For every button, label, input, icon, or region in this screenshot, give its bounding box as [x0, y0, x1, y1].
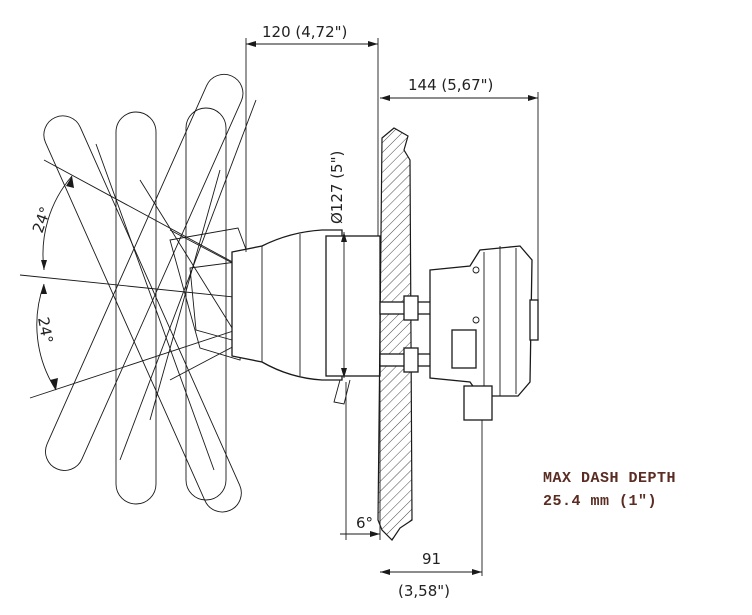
steering-wheels: [43, 73, 244, 513]
dashboard-panel: [377, 127, 413, 541]
max-dash-depth-note-line2: 25.4 mm (1"): [543, 493, 657, 510]
dimension-wheel-diameter: [341, 232, 347, 378]
dim-tilt-down-label: 24°: [34, 316, 56, 345]
dim-wheel-diameter-label: Ø127 (5"): [328, 151, 346, 224]
dim-top-width-label: 120 (4,72"): [262, 23, 347, 41]
dimension-rear-depth: [380, 92, 539, 300]
dim-dash-angle-label: 6°: [356, 514, 373, 532]
rear-housing: [429, 245, 539, 421]
dim-bottom-depth-in-label: (3,58"): [398, 582, 450, 600]
dimension-bottom-depth: [380, 420, 483, 576]
dimension-tilt-angles: [36, 175, 74, 391]
dim-bottom-depth-mm-label: 91: [422, 550, 441, 568]
dim-tilt-up-label: 24°: [29, 204, 55, 235]
dimension-top-width: [245, 38, 379, 252]
helm-body: [231, 229, 381, 405]
max-dash-depth-note-line1: MAX DASH DEPTH: [543, 470, 676, 487]
mounting-bolts: [379, 295, 433, 373]
dimension-dash-angle: [340, 380, 381, 540]
dim-rear-depth-label: 144 (5,67"): [408, 76, 493, 94]
